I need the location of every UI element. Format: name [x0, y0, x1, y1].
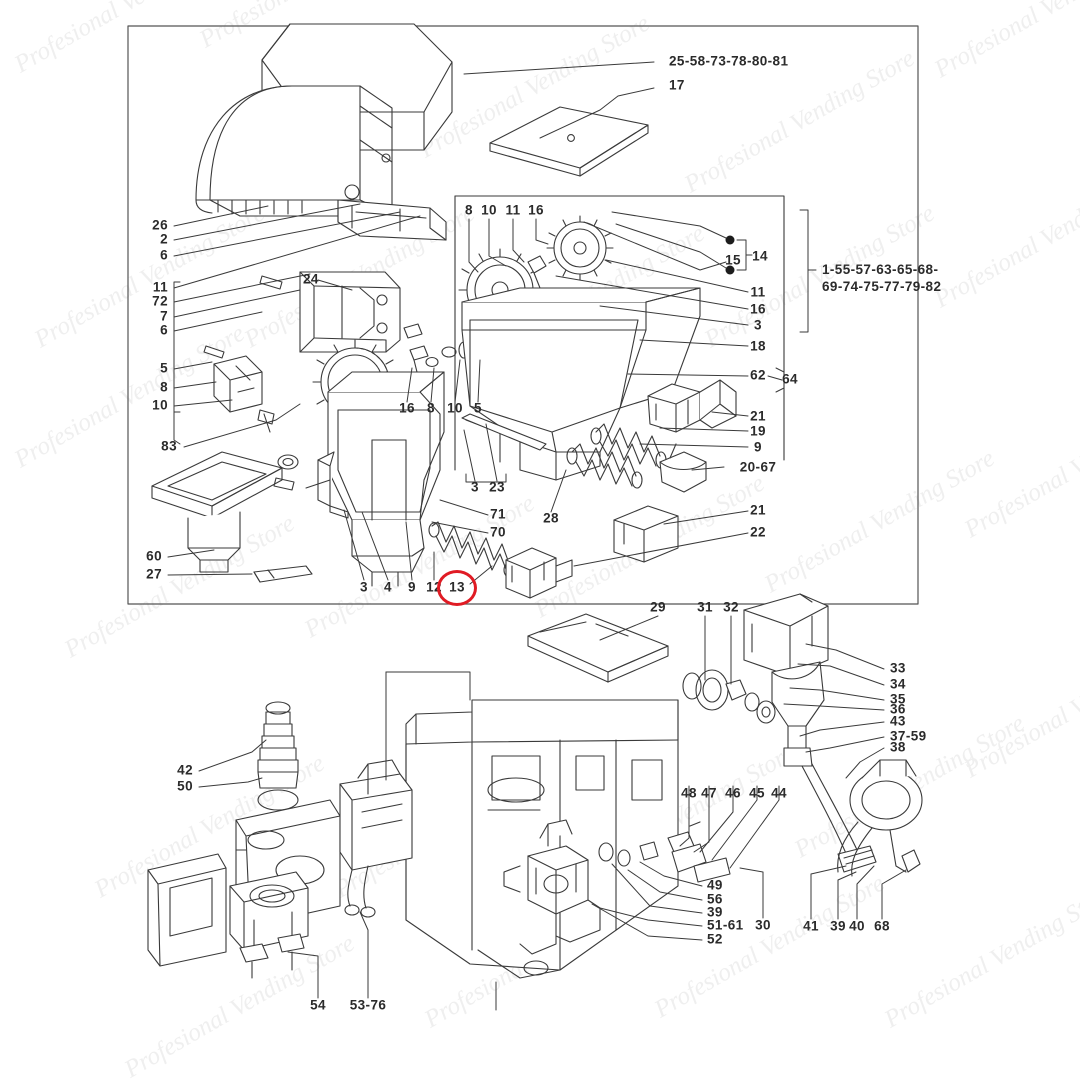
callout-18: 18	[750, 338, 766, 354]
callout-group-line: 1-55-57-63-65-68-	[822, 262, 939, 277]
callout-64: 64	[782, 371, 798, 387]
callout-10: 10	[481, 202, 497, 218]
callout-11: 11	[750, 284, 766, 300]
callout-39: 39	[707, 904, 723, 920]
callout-9: 9	[754, 439, 762, 455]
callout-20-67: 20-67	[739, 459, 777, 475]
callout-71: 71	[490, 506, 506, 522]
callout-39: 39	[830, 918, 846, 934]
callout-45: 45	[749, 785, 765, 801]
callout-32: 32	[723, 599, 739, 615]
callout-49: 49	[707, 877, 723, 893]
callout-5: 5	[474, 400, 482, 416]
callout-25-58-73-78-80-81: 25-58-73-78-80-81	[669, 53, 789, 69]
callout-46: 46	[725, 785, 741, 801]
callout-4: 4	[384, 579, 392, 595]
callout-8: 8	[427, 400, 435, 416]
callout-43: 43	[890, 713, 906, 729]
callout-11: 11	[505, 202, 521, 218]
callout-12: 12	[426, 579, 442, 595]
callout-42: 42	[177, 762, 193, 778]
callout-3: 3	[360, 579, 368, 595]
callout-7: 7	[160, 308, 168, 324]
callout-10: 10	[152, 397, 168, 413]
callout-52: 52	[707, 931, 723, 947]
callout-3: 3	[471, 479, 479, 495]
callout-35: 35	[890, 691, 906, 707]
callout-10: 10	[447, 400, 463, 416]
callout-44: 44	[771, 785, 787, 801]
callout-21: 21	[750, 408, 766, 424]
callout-group-label-right: 1-55-57-63-65-68-69-74-75-77-79-82	[822, 262, 941, 296]
callout-36: 36	[890, 701, 906, 717]
callout-11: 11	[152, 279, 168, 295]
callout-62: 62	[750, 367, 766, 383]
callout-68: 68	[874, 918, 890, 934]
callout-21: 21	[750, 502, 766, 518]
callout-51-61: 51-61	[707, 917, 744, 933]
callout-16: 16	[399, 400, 415, 416]
callout-53-76: 53-76	[349, 997, 387, 1013]
callout-3: 3	[754, 317, 762, 333]
callout-60: 60	[146, 548, 162, 564]
callout-group-line: 69-74-75-77-79-82	[822, 278, 942, 294]
callout-16: 16	[750, 301, 766, 317]
callout-28: 28	[543, 510, 559, 526]
callout-48: 48	[681, 785, 697, 801]
callout-29: 29	[650, 599, 666, 615]
callout-13: 13	[449, 579, 465, 595]
callout-34: 34	[890, 676, 906, 692]
callout-14: 14	[752, 248, 768, 264]
callout-38: 38	[890, 739, 906, 755]
callout-17: 17	[669, 77, 685, 93]
callout-2: 2	[160, 231, 168, 247]
callout-23: 23	[489, 479, 505, 495]
callout-83: 83	[161, 438, 177, 454]
callout-27: 27	[146, 566, 162, 582]
callout-31: 31	[697, 599, 713, 615]
callout-8: 8	[465, 202, 473, 218]
callout-16: 16	[528, 202, 544, 218]
callout-6: 6	[160, 322, 168, 338]
callout-22: 22	[750, 524, 766, 540]
callout-56: 56	[707, 891, 723, 907]
callout-72: 72	[152, 293, 168, 309]
callout-30: 30	[755, 917, 771, 933]
callout-24: 24	[303, 271, 319, 287]
callout-50: 50	[177, 778, 193, 794]
callout-41: 41	[803, 918, 819, 934]
callout-47: 47	[701, 785, 717, 801]
callout-54: 54	[310, 997, 326, 1013]
callout-33: 33	[890, 660, 906, 676]
callout-70: 70	[490, 524, 506, 540]
callout-5: 5	[160, 360, 168, 376]
callout-6: 6	[160, 247, 168, 263]
callout-9: 9	[408, 579, 416, 595]
callout-8: 8	[160, 379, 168, 395]
callout-26: 26	[152, 217, 168, 233]
callout-15: 15	[725, 252, 741, 268]
callout-40: 40	[849, 918, 865, 934]
callout-37-59: 37-59	[890, 728, 927, 744]
callout-19: 19	[750, 423, 766, 439]
